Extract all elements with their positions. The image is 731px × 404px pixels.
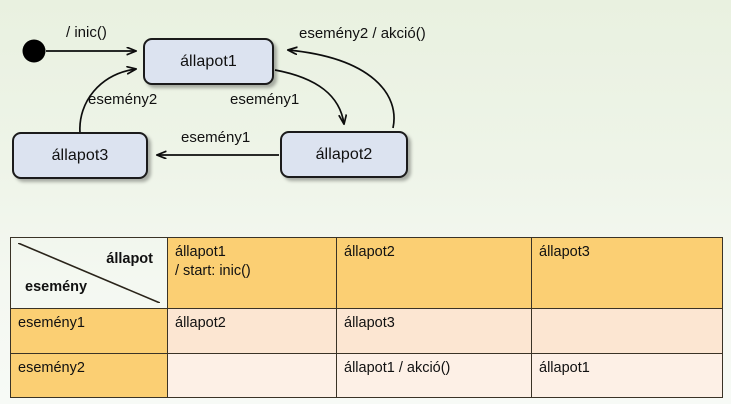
cell-esemeny2-allapot1 [167, 352, 337, 398]
column-header-allapot2-line1: állapot2 [344, 244, 395, 260]
column-header-allapot3-line1: állapot3 [539, 244, 590, 260]
state-allapot3[interactable]: állapot3 [12, 132, 148, 179]
state-allapot2[interactable]: állapot2 [280, 131, 408, 178]
edge-label-esemeny2: esemény2 [88, 91, 158, 108]
row-header-esemeny1: esemény1 [10, 308, 168, 354]
corner-diagonal-line [18, 243, 160, 303]
column-header-allapot1: állapot1 / start: inic() [167, 237, 337, 309]
edge-label-esemeny2-akcio: esemény2 / akció() [299, 25, 426, 42]
cell-esemeny2-allapot2-value: állapot1 / akció() [344, 359, 451, 376]
edge-allapot2-to-allapot1 [288, 50, 395, 129]
table-corner-cell: állapot esemény [10, 237, 168, 309]
cell-esemeny1-allapot1: állapot2 [167, 308, 337, 354]
state-machine-diagram: állapot1 állapot2 állapot3 / inic() esem… [12, 24, 426, 226]
initial-state-node [22, 39, 46, 63]
transition-table-container: állapot esemény állapot1 / start: inic()… [10, 237, 723, 398]
corner-column-axis-label: állapot [106, 251, 153, 267]
edge-label-esemeny1-middle: esemény1 [230, 91, 300, 108]
column-header-allapot1-line2: / start: inic() [175, 262, 251, 279]
cell-esemeny1-allapot3 [531, 308, 723, 354]
table-row: esemény2 állapot1 / akció() állapot1 [10, 352, 723, 398]
cell-esemeny2-allapot3: állapot1 [531, 352, 723, 398]
cell-esemeny1-allapot2-value: állapot3 [344, 315, 395, 331]
column-header-allapot1-line1: állapot1 [175, 244, 226, 260]
diagram-edges-svg [22, 39, 395, 226]
table-header-row: állapot esemény állapot1 / start: inic()… [10, 237, 723, 309]
state-allapot1-label: állapot1 [180, 52, 237, 70]
cell-esemeny2-allapot3-value: állapot1 [539, 359, 590, 376]
state-allapot1[interactable]: állapot1 [143, 38, 274, 85]
column-header-allapot2: állapot2 [336, 237, 532, 309]
cell-esemeny2-allapot2: állapot1 / akció() [336, 352, 532, 398]
column-header-allapot3: állapot3 [531, 237, 723, 309]
edge-label-inic: / inic() [66, 24, 107, 41]
edge-allapot3-to-allapot1 [79, 69, 136, 134]
row-header-esemeny2-label: esemény2 [18, 359, 85, 376]
corner-row-axis-label: esemény [25, 279, 88, 296]
transition-table: állapot esemény állapot1 / start: inic()… [10, 237, 723, 398]
state-allapot2-label: állapot2 [315, 145, 373, 163]
row-header-esemeny1-label: esemény1 [18, 315, 85, 331]
state-allapot3-label: állapot3 [51, 146, 109, 164]
table-row: esemény1 állapot2 állapot3 [10, 308, 723, 354]
edge-allapot1-to-allapot2 [274, 69, 344, 124]
row-header-esemeny2: esemény2 [10, 352, 168, 398]
cell-esemeny1-allapot1-value: állapot2 [175, 315, 226, 331]
cell-esemeny1-allapot2: állapot3 [336, 308, 532, 354]
edge-label-esemeny1-bottom: esemény1 [181, 129, 251, 146]
